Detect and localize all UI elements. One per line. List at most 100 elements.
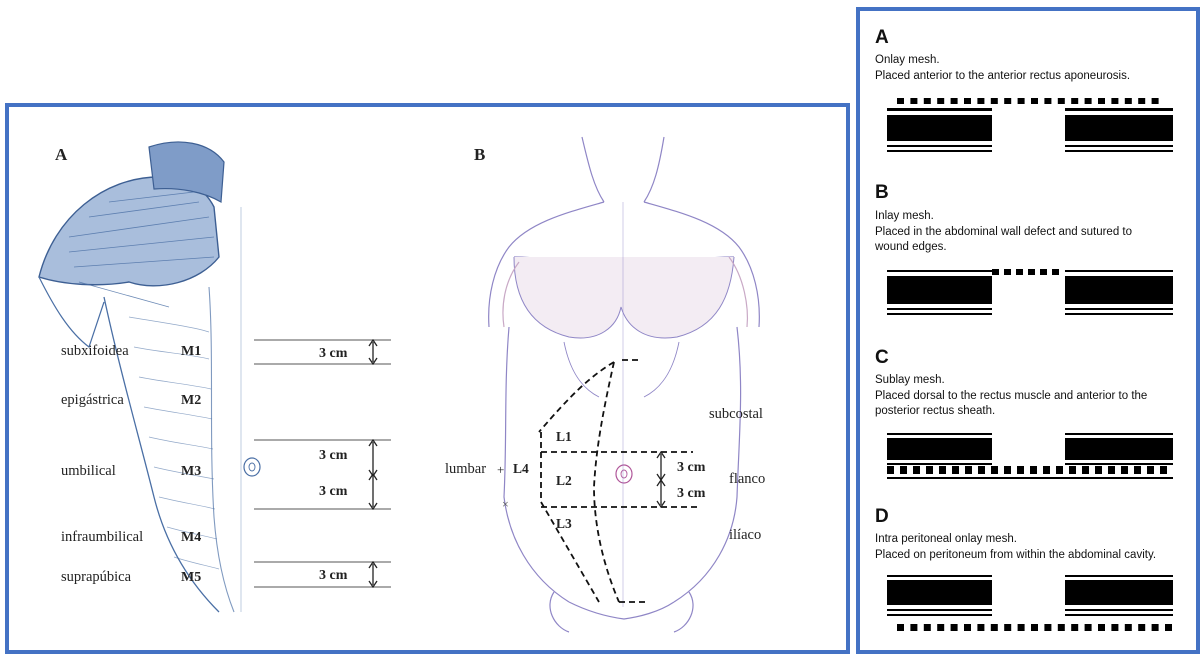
mesh-dot — [1160, 466, 1167, 474]
region-code-m2: M2 — [181, 393, 201, 408]
region-name-suprapubica: suprapúbica — [61, 569, 132, 585]
mesh-dot — [965, 466, 972, 474]
mesh-dot — [1165, 624, 1172, 631]
mesh-dot — [1071, 98, 1078, 104]
mesh-dot — [1085, 624, 1092, 631]
mesh-dot — [952, 466, 959, 474]
mesh-dot — [951, 624, 958, 631]
cross-marker: × — [502, 497, 509, 511]
figure-a-arrows — [369, 340, 377, 587]
mesh-dot — [1138, 624, 1145, 631]
mesh-dot — [1018, 98, 1025, 104]
mesh-dot — [1152, 98, 1159, 104]
measure-b-1: 3 cm — [677, 460, 706, 475]
section-c-description-line1: Placed dorsal to the rectus muscle and a… — [875, 390, 1147, 402]
mesh-dot — [926, 466, 933, 474]
mesh-dot — [964, 98, 971, 104]
mesh-dot — [939, 466, 946, 474]
region-code-m5: M5 — [181, 570, 201, 585]
mesh-dot — [924, 98, 931, 104]
section-b-letter: B — [875, 182, 889, 203]
section-a-description: Placed anterior to the anterior rectus a… — [875, 70, 1130, 82]
mesh-dot — [978, 466, 985, 474]
figure-a-label: A — [55, 145, 68, 164]
section-b-description-line1: Placed in the abdominal wall defect and … — [875, 226, 1132, 238]
mesh-dot — [1016, 269, 1023, 275]
right-mesh-panel: A Onlay mesh. Placed anterior to the ant… — [856, 7, 1200, 654]
region-code-m4: M4 — [181, 530, 201, 545]
mesh-dot — [992, 269, 999, 275]
region-code-m1: M1 — [181, 344, 201, 359]
mesh-dot — [991, 466, 998, 474]
mesh-dot — [897, 98, 904, 104]
mesh-dot — [1152, 624, 1159, 631]
mesh-dot — [1125, 624, 1132, 631]
mesh-dot — [964, 624, 971, 631]
mesh-dot — [1017, 466, 1024, 474]
mesh-dot — [1052, 269, 1059, 275]
region-name-umbilical: umbilical — [61, 463, 116, 479]
section-d-letter: D — [875, 506, 889, 527]
section-a-schematic — [887, 98, 1173, 152]
mesh-dot — [937, 624, 944, 631]
mesh-dot — [887, 466, 894, 474]
mesh-dot — [1138, 98, 1145, 104]
mesh-dot — [937, 98, 944, 104]
mesh-dot — [910, 98, 917, 104]
mesh-dot — [1147, 466, 1154, 474]
mesh-dot — [913, 466, 920, 474]
mesh-dot — [1125, 98, 1132, 104]
mesh-dot — [1043, 466, 1050, 474]
left-figure-panel: A subxifoidea epigástrica umbilical infr… — [5, 103, 850, 654]
section-b-schematic — [887, 269, 1173, 315]
mesh-dot — [1018, 624, 1025, 631]
mesh-dot — [1069, 466, 1076, 474]
label-lumbar: lumbar — [445, 461, 486, 477]
abdominal-region-diagrams: A subxifoidea epigástrica umbilical infr… — [9, 107, 846, 650]
mesh-dot — [1071, 624, 1078, 631]
mesh-dot — [1056, 466, 1063, 474]
mesh-dot — [900, 466, 907, 474]
measure-b-2: 3 cm — [677, 486, 706, 501]
mesh-dot — [951, 98, 958, 104]
mesh-dot — [1004, 98, 1011, 104]
mesh-dot — [1004, 624, 1011, 631]
label-iliaco: ilíaco — [729, 527, 761, 543]
mesh-dot — [924, 624, 931, 631]
measure-a-4: 3 cm — [319, 568, 348, 583]
figure-b-anatomy-drawing — [489, 137, 760, 632]
region-code-m3: M3 — [181, 464, 201, 479]
label-flanco: flanco — [729, 471, 765, 487]
mesh-dot — [1121, 466, 1128, 474]
mesh-dot — [1040, 269, 1047, 275]
mesh-dot — [897, 624, 904, 631]
region-name-infraumbilical: infraumbilical — [61, 529, 143, 545]
mesh-dot — [1082, 466, 1089, 474]
figure-b-label: B — [474, 145, 485, 164]
section-d-schematic — [887, 575, 1173, 631]
mesh-dot — [1031, 624, 1038, 631]
zone-l2: L2 — [556, 473, 572, 488]
section-b-description-line2: wound edges. — [874, 241, 947, 253]
section-a-letter: A — [875, 27, 889, 48]
mesh-dot — [1111, 98, 1118, 104]
mesh-dot — [1004, 269, 1011, 275]
measure-a-1: 3 cm — [319, 346, 348, 361]
mesh-dot — [1085, 98, 1092, 104]
zone-l4: L4 — [513, 461, 529, 476]
measure-a-2: 3 cm — [319, 448, 348, 463]
mesh-dot — [1031, 98, 1038, 104]
mesh-dot — [1134, 466, 1141, 474]
section-c-schematic — [887, 433, 1173, 479]
mesh-dot — [1044, 624, 1051, 631]
section-c-title: Sublay mesh. — [875, 374, 945, 386]
mesh-dot — [1058, 98, 1065, 104]
label-subcostal: subcostal — [709, 406, 763, 422]
zone-l3: L3 — [556, 516, 572, 531]
section-a-title: Onlay mesh. — [875, 54, 940, 66]
section-b-title: Inlay mesh. — [875, 210, 934, 222]
mesh-dot — [1044, 98, 1051, 104]
region-name-epigastrica: epigástrica — [61, 392, 124, 408]
section-c-letter: C — [875, 347, 889, 368]
mesh-dot — [977, 98, 984, 104]
